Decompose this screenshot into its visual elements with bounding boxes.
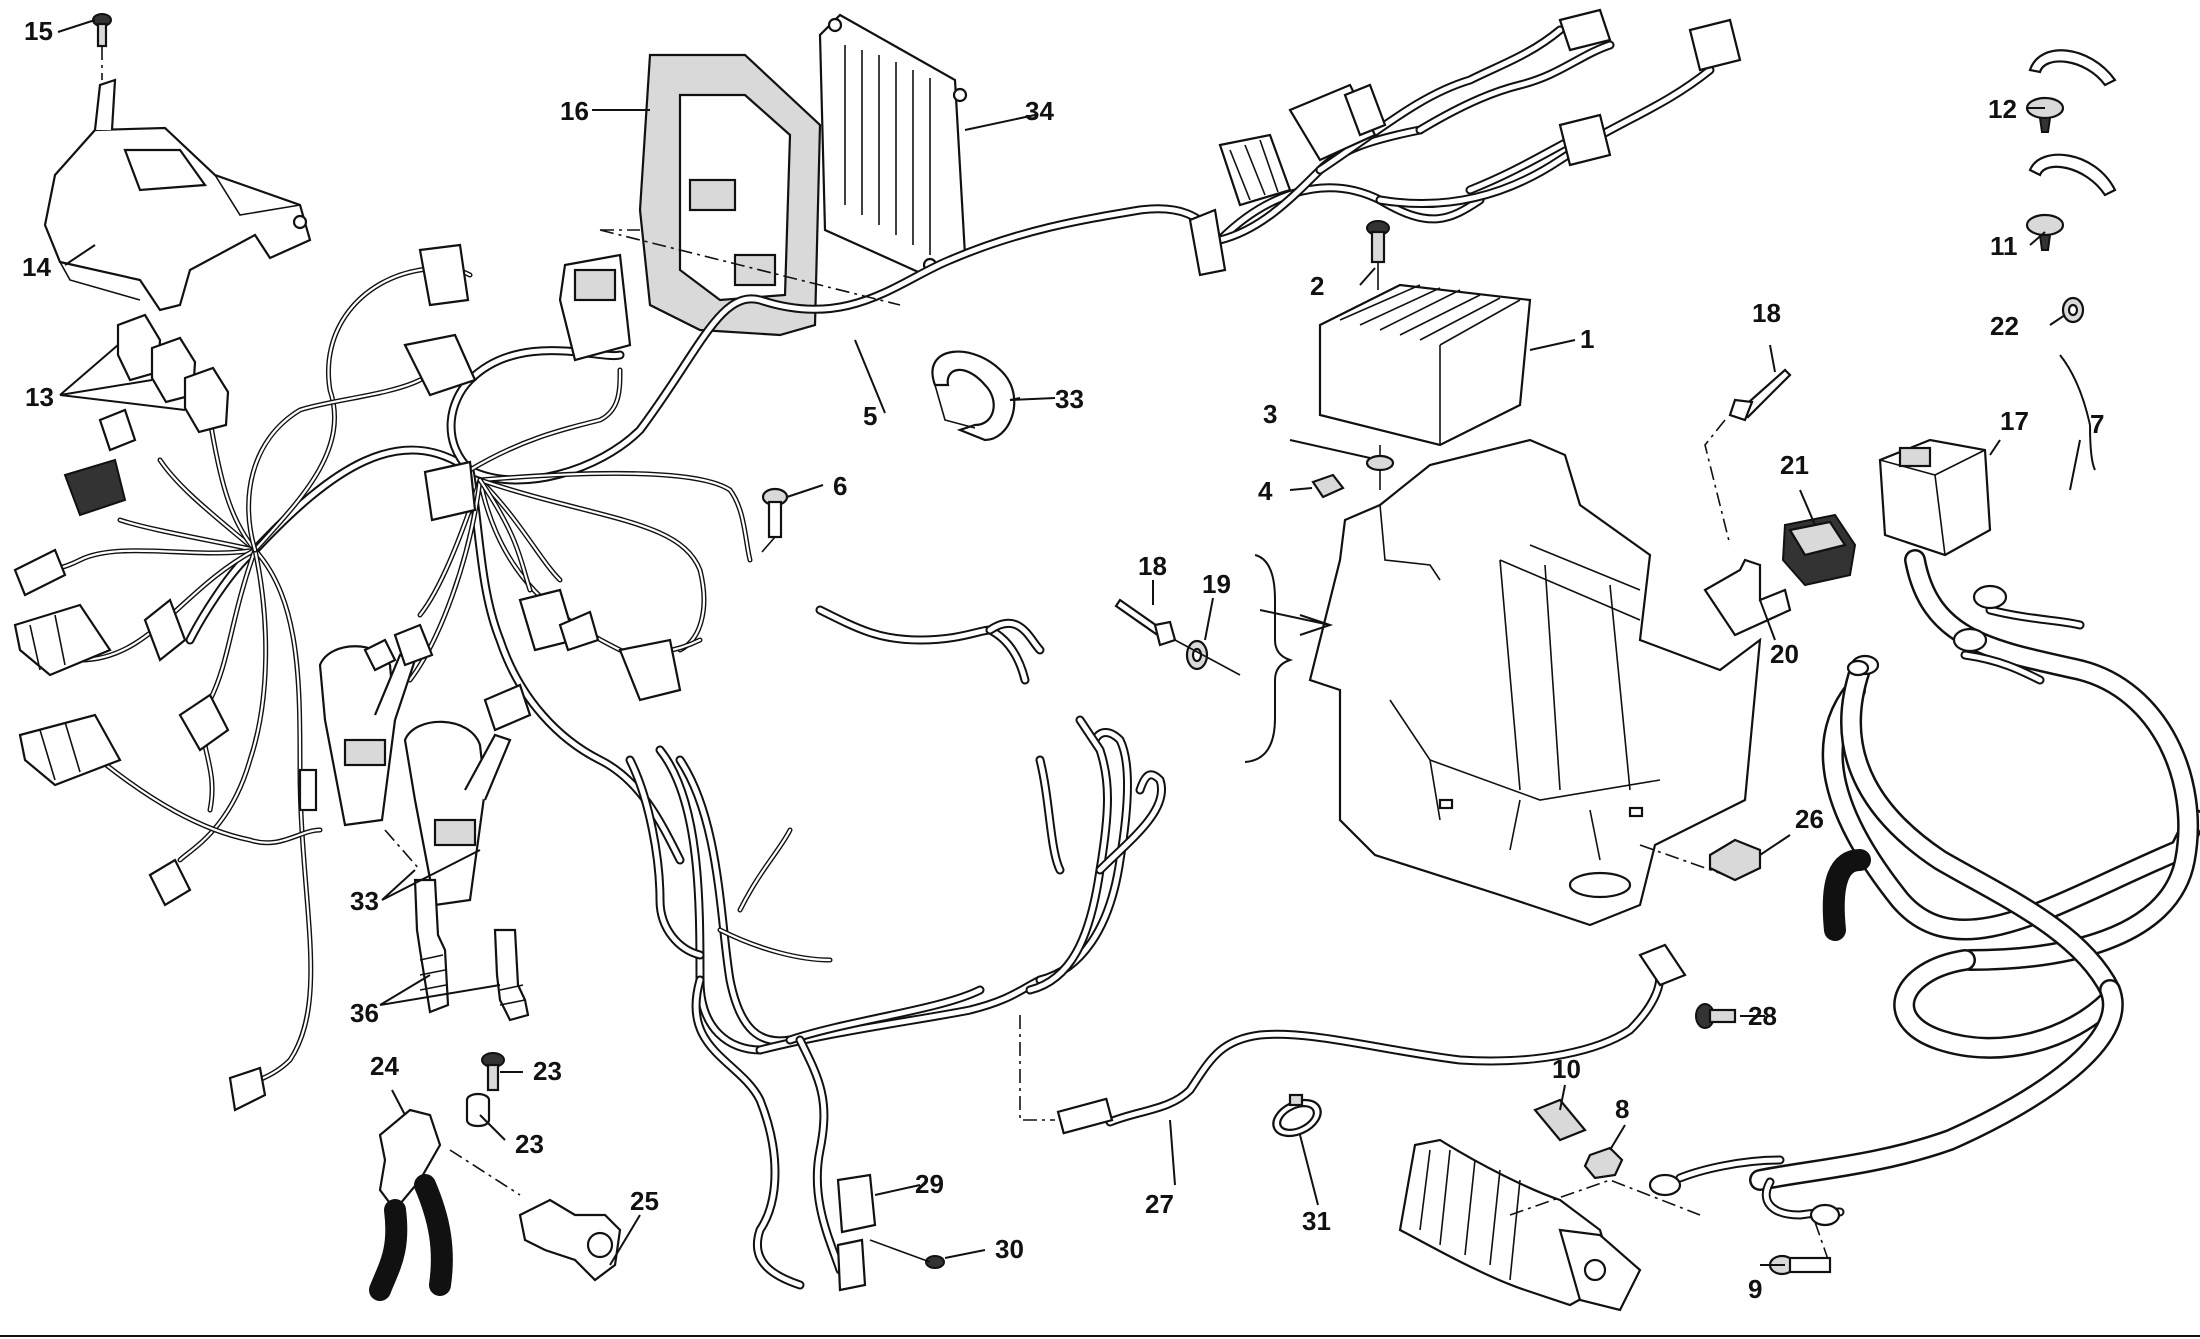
- callout-18-top: 18: [1752, 298, 1781, 328]
- part-36-spark-plug: [413, 878, 530, 1022]
- callout-28: 27: [1145, 1189, 1174, 1219]
- part-33-clamp: [931, 350, 1016, 442]
- part-18-pin-top: [1704, 368, 1792, 546]
- connectors-top-right: [1188, 8, 1742, 277]
- callout-30: 29: [915, 1169, 944, 1199]
- part-2-screw: [1366, 220, 1390, 290]
- callout-6: 6: [833, 471, 847, 501]
- callout-3: 3: [1263, 399, 1277, 429]
- starter-motor: [1398, 1138, 1701, 1312]
- part-35-ecu: [818, 13, 968, 277]
- part-17-starter-relay: [1878, 438, 1992, 557]
- callout-15: 15: [24, 16, 53, 46]
- callout-24: 23: [533, 1056, 562, 1086]
- callout-35: 34: [1025, 96, 1054, 126]
- part-19-washer: [1174, 639, 1241, 676]
- starter-cable-lead: [1648, 1155, 1845, 1266]
- part-29-screw: [1695, 1003, 1737, 1029]
- callout-17: 17: [2000, 406, 2029, 436]
- ecu-connector: [558, 229, 901, 362]
- callout-14: 14: [22, 252, 51, 282]
- callout-9: 9: [1748, 1274, 1762, 1304]
- callout-8: 8: [1615, 1094, 1629, 1124]
- callout-20: 20: [1770, 639, 1799, 669]
- callout-27: 26: [1795, 804, 1824, 834]
- part-26-speed-sensor: [518, 1198, 622, 1282]
- part-20-bracket: [1703, 558, 1792, 637]
- part-27-clip: [1639, 838, 1762, 882]
- callout-19: 19: [1202, 569, 1231, 599]
- part-11-cable-tie: [2025, 153, 2117, 251]
- part-14-headlight-bracket: [43, 78, 312, 312]
- part-12-cable-tie: [2025, 49, 2117, 133]
- part-4-clip-nut: [1311, 473, 1345, 499]
- callout-7: 7: [2090, 409, 2104, 439]
- callout-23: 23: [515, 1129, 544, 1159]
- callout-29: 28: [1748, 1001, 1777, 1031]
- part-15-screw: [92, 13, 112, 80]
- part-10-terminal-cap: [1533, 1098, 1587, 1142]
- part-23-spacer: [465, 1092, 491, 1128]
- callout-31: 30: [995, 1234, 1024, 1264]
- callout-5: 5: [863, 401, 877, 431]
- part-30-connector: [836, 1173, 877, 1292]
- part-24-screw: [481, 1052, 505, 1092]
- bracket-7-brace: [1244, 554, 1334, 763]
- part-25-sensor-bracket: [369, 1108, 521, 1301]
- callout-12: 12: [1988, 94, 2017, 124]
- part-32-hose-clamp: [1272, 1093, 1322, 1138]
- callout-34: 33: [350, 886, 379, 916]
- callout-32: 31: [1302, 1206, 1331, 1236]
- part-28-wire: [1019, 943, 1687, 1135]
- part-13-relays: [116, 313, 230, 434]
- battery-cable: [1749, 549, 2200, 1191]
- callout-2: 2: [1310, 271, 1324, 301]
- callout-1: 1: [1580, 324, 1594, 354]
- battery-tray: [1308, 438, 1762, 927]
- part-1-voltage-regulator: [1318, 283, 1532, 447]
- callout-11: 11: [1990, 231, 2018, 261]
- part-16-ecu-bracket: [638, 53, 822, 337]
- callout-26: 25: [630, 1186, 659, 1216]
- part-22-washer: [2061, 296, 2085, 324]
- part-31-screw: [869, 1239, 945, 1269]
- connectors-left: [13, 243, 682, 1112]
- part-3-washer: [1365, 445, 1395, 490]
- callout-22: 22: [1990, 311, 2019, 341]
- callout-25: 24: [370, 1051, 399, 1081]
- leader-lines: [57, 19, 2096, 1266]
- callout-13: 13: [25, 382, 54, 412]
- callout-21: 21: [1780, 450, 1809, 480]
- callout-33: 33: [1055, 384, 1084, 414]
- callout-18-left: 18: [1138, 551, 1167, 581]
- lower-harness: [625, 605, 1166, 1290]
- part-18-pin-left: [1114, 598, 1177, 647]
- part-34-ignition-coil: [318, 645, 512, 907]
- callout-4: 4: [1258, 476, 1273, 506]
- part-6-bolt: [761, 487, 789, 553]
- part-8-nut: [1583, 1146, 1624, 1180]
- callout-labels: 15 14 13 16 34 5 33 6 2 1 3 4 18 19 18 2…: [22, 16, 2104, 1304]
- callout-16: 16: [560, 96, 589, 126]
- part-21-cover: [1781, 513, 1857, 587]
- callout-36: 36: [350, 998, 379, 1028]
- callout-10: 10: [1552, 1054, 1581, 1084]
